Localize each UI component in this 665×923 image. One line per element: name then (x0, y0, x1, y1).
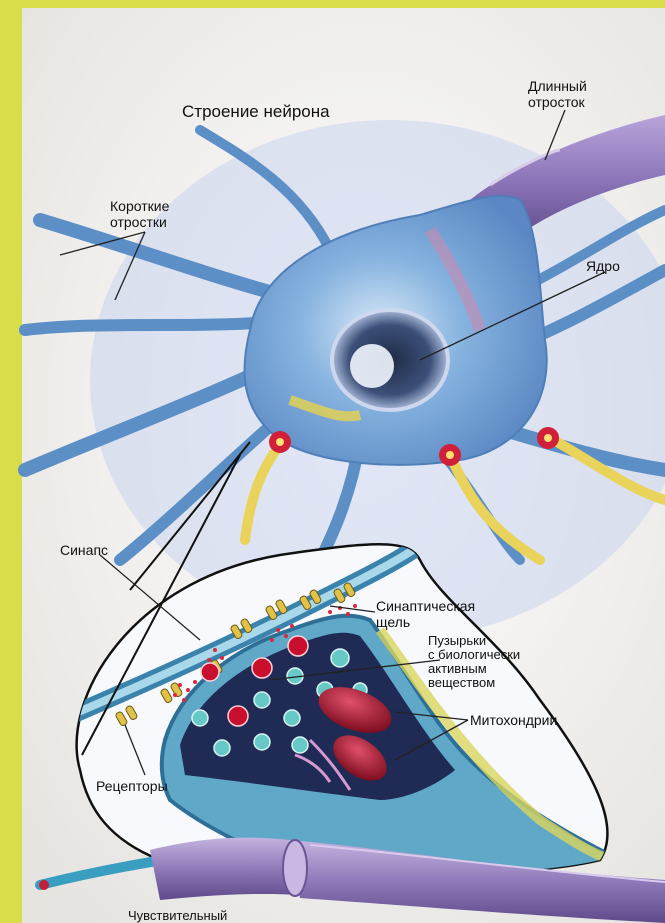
label-synaptic-cleft: Синаптическая щель (376, 598, 475, 630)
nucleus (332, 310, 448, 410)
label-short-processes: Короткие отростки (110, 198, 169, 230)
label-nucleus: Ядро (586, 258, 620, 274)
label-synapse: Синапс (60, 542, 108, 558)
label-receptors: Рецепторы (96, 778, 168, 794)
label-long-process: Длинный отросток (528, 78, 587, 110)
top-border (0, 0, 665, 8)
diagram-title: Строение нейрона (182, 102, 330, 122)
left-border (0, 0, 22, 923)
label-mitochondria: Митохондрии (470, 712, 557, 728)
label-vesicles: Пузырьки с биологически активным веществ… (428, 634, 520, 690)
label-sensory: Чувствительный (128, 909, 227, 923)
